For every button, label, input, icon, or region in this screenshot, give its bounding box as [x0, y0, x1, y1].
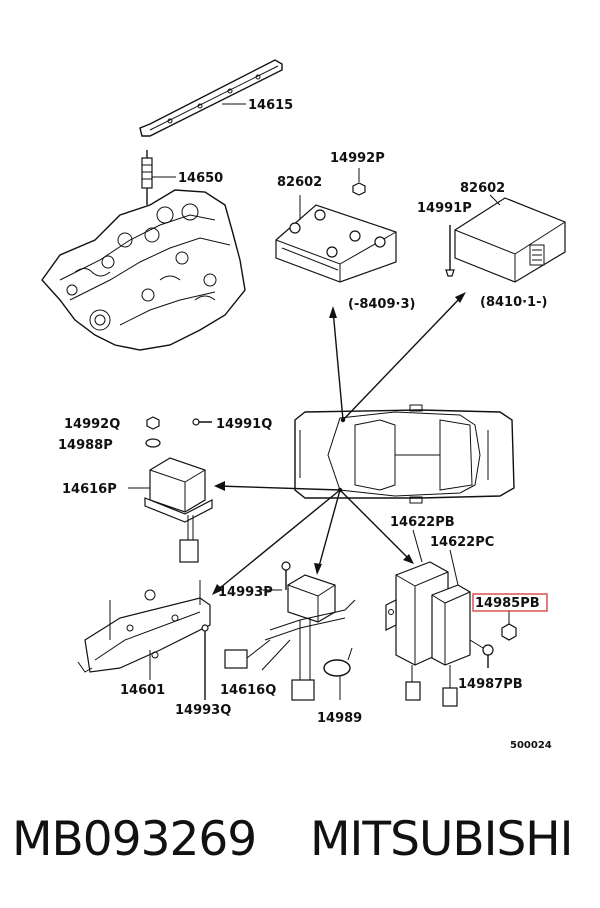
- highlight-box-14985pb: [472, 593, 548, 612]
- part-number: MB093269: [12, 812, 257, 867]
- label-14622PB: 14622PB: [390, 515, 455, 530]
- parts-diagram: 14615 14650: [41, 59, 566, 751]
- label-14993Q: 14993Q: [175, 703, 231, 718]
- footer: MB093269 MITSUBISHI: [0, 790, 600, 900]
- glow-plug-connector-plate: [139, 59, 283, 137]
- nut-14992q: [146, 416, 160, 430]
- figure-code: 500024: [510, 740, 552, 751]
- nut-14992p: [352, 168, 366, 196]
- label-range-early: (-8409·3): [348, 297, 415, 312]
- label-14601: 14601: [120, 683, 165, 698]
- label-14616Q: 14616Q: [220, 683, 276, 698]
- label-82602-late: 82602: [460, 181, 505, 196]
- label-14991Q: 14991Q: [216, 417, 272, 432]
- control-unit-late: [454, 194, 566, 283]
- label-14988P: 14988P: [58, 438, 113, 453]
- label-14993P: 14993P: [218, 585, 273, 600]
- label-14985PB: 14985PB: [475, 596, 540, 611]
- label-14991P: 14991P: [417, 201, 472, 216]
- bracket-14601: [77, 580, 211, 680]
- relay-14616p: [128, 457, 213, 563]
- screw-14993p: [260, 561, 291, 591]
- band-clamp-14989: [323, 647, 353, 700]
- vehicle-outline: [294, 404, 515, 504]
- relay-14616q: [224, 574, 356, 701]
- label-14992Q: 14992Q: [64, 417, 120, 432]
- washer-14988p: [145, 438, 161, 448]
- label-14616P: 14616P: [62, 482, 117, 497]
- bolt-14987pb: [469, 639, 494, 668]
- relay-box-early: [275, 195, 397, 283]
- screw-14991q: [192, 418, 212, 426]
- label-14615: 14615: [248, 98, 293, 113]
- cover-14622pc: [431, 549, 471, 707]
- label-14622PC: 14622PC: [430, 535, 494, 550]
- label-14989: 14989: [317, 711, 362, 726]
- label-14650: 14650: [178, 171, 223, 186]
- label-range-late: (8410·1-): [480, 295, 547, 310]
- screw-14991p: [445, 225, 455, 277]
- label-14992P: 14992P: [330, 151, 385, 166]
- nut-14985pb: [501, 610, 517, 641]
- label-82602-early: 82602: [277, 175, 322, 190]
- glow-plug: [141, 150, 176, 205]
- label-14987PB: 14987PB: [458, 677, 523, 692]
- reference-arrows: [212, 292, 466, 595]
- cylinder-head: [41, 189, 246, 351]
- screw-14993q: [201, 624, 209, 700]
- brand-name: MITSUBISHI: [310, 812, 573, 867]
